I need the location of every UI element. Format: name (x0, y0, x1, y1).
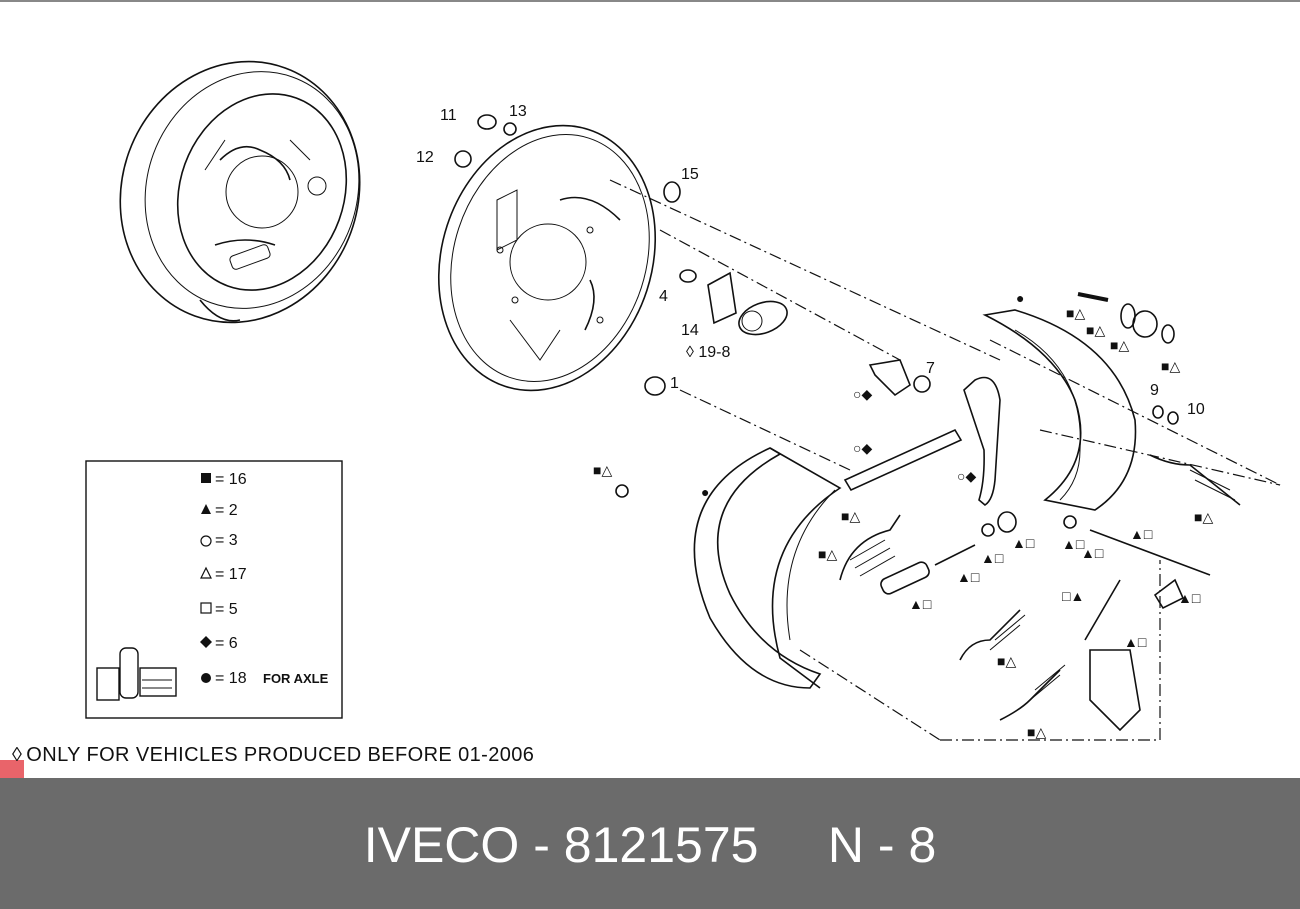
part-label-7: 7 (926, 360, 935, 377)
legend-row-filled-circle: = 18 FOR AXLE (201, 670, 329, 687)
legend-text: = 3 (215, 532, 238, 549)
filled-square-icon (201, 473, 211, 483)
svg-text:▲□: ▲□ (1081, 545, 1104, 561)
lozenge-icon: ◊ (12, 744, 23, 766)
open-triangle-icon (200, 566, 212, 579)
legend-text: = 16 (215, 471, 247, 488)
svg-text:▲□: ▲□ (1130, 526, 1153, 542)
part-label-13: 13 (509, 103, 527, 120)
red-corner-mark (0, 760, 24, 778)
part-number: 8121575 (563, 817, 759, 873)
svg-text:■△: ■△ (1194, 509, 1213, 525)
backing-plate (437, 124, 657, 392)
part-label-15: 15 (681, 166, 699, 183)
small-parts-top (454, 114, 788, 498)
footnote-text: ONLY FOR VEHICLES PRODUCED BEFORE 01-200… (26, 744, 535, 766)
svg-text:▲□: ▲□ (909, 596, 932, 612)
brake-shoe-right (982, 309, 1137, 511)
part-label-12: 12 (416, 149, 434, 166)
legend-row-filled-square: = 16 (201, 471, 247, 488)
legend-row-open-circle: = 3 (200, 532, 238, 549)
svg-text:○◆: ○◆ (957, 468, 976, 484)
center-lines (609, 179, 1281, 741)
part-label-1: 1 (670, 375, 679, 392)
filled-triangle-icon (201, 504, 211, 514)
svg-text:■△: ■△ (1066, 305, 1085, 321)
svg-text:▲□: ▲□ (1012, 535, 1035, 551)
svg-text:■△: ■△ (1027, 724, 1046, 740)
svg-text:■△: ■△ (1110, 337, 1129, 353)
legend-text: = 5 (215, 601, 238, 618)
springs-and-levers (839, 359, 1241, 732)
svg-text:●: ● (701, 484, 709, 500)
legend-row-filled-diamond: = 6 (200, 635, 238, 652)
legend-text: = 2 (215, 502, 238, 519)
legend-text: = 18 (215, 670, 247, 687)
svg-text:■△: ■△ (1086, 322, 1105, 338)
svg-text:■△: ■△ (593, 462, 612, 478)
parts-kit-illustration (96, 647, 177, 701)
svg-text:▲□: ▲□ (981, 550, 1004, 566)
svg-text:●: ● (1016, 290, 1024, 306)
production-footnote: ◊ONLY FOR VEHICLES PRODUCED BEFORE 01-20… (12, 744, 534, 767)
footer-caption: IVECO - 8121575 N - 8 (0, 816, 1300, 874)
footer-bar: IVECO - 8121575 N - 8 (0, 778, 1300, 909)
part-labels: 11 13 12 15 4 14 ◊ 19-8 1 7 9 10 (416, 103, 1205, 418)
legend-text: = 6 (215, 635, 238, 652)
part-label-14-note: ◊ 19-8 (686, 344, 730, 361)
brake-assembly-diagram: 11 13 12 15 4 14 ◊ 19-8 1 7 9 10 ● ■△ ■△… (0, 0, 1300, 741)
svg-text:○◆: ○◆ (853, 386, 872, 402)
svg-text:▲□: ▲□ (957, 569, 980, 585)
legend-row-filled-triangle: = 2 (201, 502, 238, 519)
legend-box: = 16 = 2 = 3 = 17 = 5 = 6 = 18 FOR AXLE (85, 460, 343, 719)
brake-shoe-left (693, 447, 842, 689)
brand-name: IVECO (363, 817, 520, 873)
part-label-9: 9 (1150, 382, 1159, 399)
open-square-icon (200, 602, 212, 614)
part-label-11: 11 (440, 107, 457, 124)
svg-text:■△: ■△ (997, 653, 1016, 669)
symbol-annotations: ● ■△ ■△ ■△ ■△ ○◆ ○◆ ■△ ● ○◆ ■△ ■△ ▲□ ▲□ … (593, 290, 1213, 740)
svg-text:▲□: ▲□ (1124, 634, 1147, 650)
svg-text:▲□: ▲□ (1178, 590, 1201, 606)
page-reference: N - 8 (827, 817, 937, 873)
separator: - (533, 817, 550, 873)
filled-circle-icon (201, 673, 211, 683)
svg-text:□▲: □▲ (1062, 588, 1084, 604)
open-circle-icon (200, 535, 212, 547)
part-label-10: 10 (1187, 401, 1205, 418)
part-label-4: 4 (659, 288, 668, 305)
part-label-14: 14 (681, 322, 699, 339)
legend-text: = 17 (215, 566, 247, 583)
svg-text:■△: ■△ (841, 508, 860, 524)
hold-down-parts (1077, 292, 1179, 425)
legend-row-open-triangle: = 17 (200, 566, 247, 583)
legend-row-open-square: = 5 (200, 601, 238, 618)
assembled-brake-drum (119, 60, 361, 324)
svg-text:○◆: ○◆ (853, 440, 872, 456)
filled-diamond-icon (200, 636, 212, 648)
svg-text:▲□: ▲□ (1062, 536, 1085, 552)
svg-text:■△: ■△ (1161, 358, 1180, 374)
svg-text:■△: ■△ (818, 546, 837, 562)
axle-note: FOR AXLE (263, 671, 329, 686)
